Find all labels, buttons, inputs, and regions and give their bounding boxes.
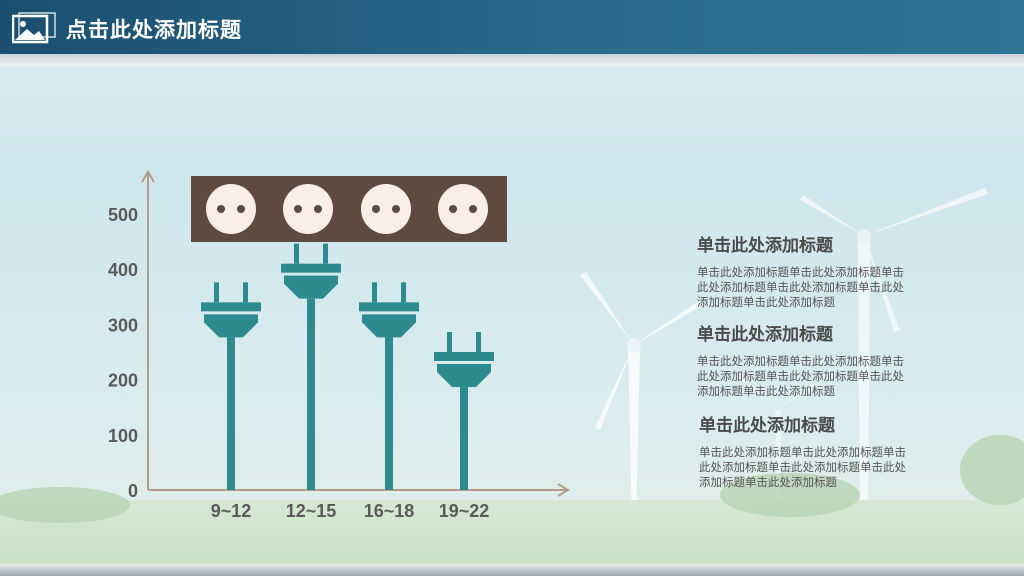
bar-plug	[281, 243, 341, 490]
plug-head-top	[359, 302, 419, 312]
page-title: 点击此处添加标题	[66, 19, 242, 42]
x-tick-label: 12~15	[286, 501, 337, 521]
plug-prong	[447, 332, 452, 352]
bar-plug	[201, 282, 261, 490]
plug-prong	[294, 243, 299, 264]
plug-prong	[214, 282, 219, 303]
text-block-title: 单击此处添加标题	[697, 236, 833, 255]
plug-head-body	[362, 314, 416, 338]
text-block-3: 单击此处添加标题 单击此处添加标题单击此处添加标题单击此处添加标题单击此处添加标…	[699, 411, 909, 491]
plug-prong	[323, 243, 328, 264]
text-block-1: 单击此处添加标题 单击此处添加标题单击此处添加标题单击此处添加标题单击此处添加标…	[697, 231, 907, 311]
x-tick-label: 19~22	[439, 501, 490, 521]
y-tick-label: 200	[108, 371, 138, 391]
socket-icon	[283, 184, 333, 234]
bar	[227, 337, 235, 490]
picture-icon	[12, 12, 56, 44]
plug-head-body	[204, 314, 258, 338]
bar	[307, 298, 315, 490]
socket-icon	[206, 184, 256, 234]
socket-hole	[294, 205, 302, 213]
socket-icon	[438, 184, 488, 234]
y-tick-label: 400	[108, 260, 138, 280]
text-block-body: 单击此处添加标题单击此处添加标题单击此处添加标题单击此处添加标题单击此处添加标题…	[697, 267, 904, 309]
text-block-title: 单击此处添加标题	[697, 325, 833, 344]
plug-head-top	[201, 302, 261, 312]
socket-hole	[392, 205, 400, 213]
x-axis-arrow	[557, 483, 570, 497]
header-bar: 点击此处添加标题	[0, 0, 1024, 54]
bar	[460, 387, 468, 490]
socket-icon	[361, 184, 411, 234]
text-block-body: 单击此处添加标题单击此处添加标题单击此处添加标题单击此处添加标题单击此处添加标题…	[699, 447, 906, 489]
plug-prong	[476, 332, 481, 352]
bar-plug	[434, 332, 494, 490]
footer-bar	[0, 564, 1024, 576]
socket-hole	[314, 205, 322, 213]
y-tick-label: 0	[128, 481, 138, 501]
y-tick-label: 100	[108, 426, 138, 446]
bar-plug	[359, 282, 419, 490]
plug-head-top	[281, 263, 341, 273]
plug-prong	[372, 282, 377, 303]
plug-head-body	[437, 364, 491, 387]
socket-hole	[449, 205, 457, 213]
x-tick-label: 9~12	[211, 501, 252, 521]
plug-head-top	[434, 352, 494, 361]
socket-hole	[372, 205, 380, 213]
text-block-2: 单击此处添加标题 单击此处添加标题单击此处添加标题单击此处添加标题单击此处添加标…	[697, 320, 907, 400]
x-tick-label: 16~18	[364, 501, 415, 521]
plug-prong	[401, 282, 406, 303]
y-tick-label: 500	[108, 205, 138, 225]
socket-hole	[469, 205, 477, 213]
plug-head-body	[284, 275, 338, 299]
grass-ground	[0, 500, 1024, 576]
socket-panel	[191, 176, 507, 242]
bar	[385, 337, 393, 490]
text-block-title: 单击此处添加标题	[699, 416, 835, 435]
text-block-body: 单击此处添加标题单击此处添加标题单击此处添加标题单击此处添加标题单击此处添加标题…	[697, 356, 904, 398]
socket-hole	[237, 205, 245, 213]
socket-hole	[217, 205, 225, 213]
y-tick-label: 300	[108, 315, 138, 335]
header-divider	[0, 54, 1024, 66]
plug-prong	[243, 282, 248, 303]
y-axis-arrow	[141, 170, 155, 183]
